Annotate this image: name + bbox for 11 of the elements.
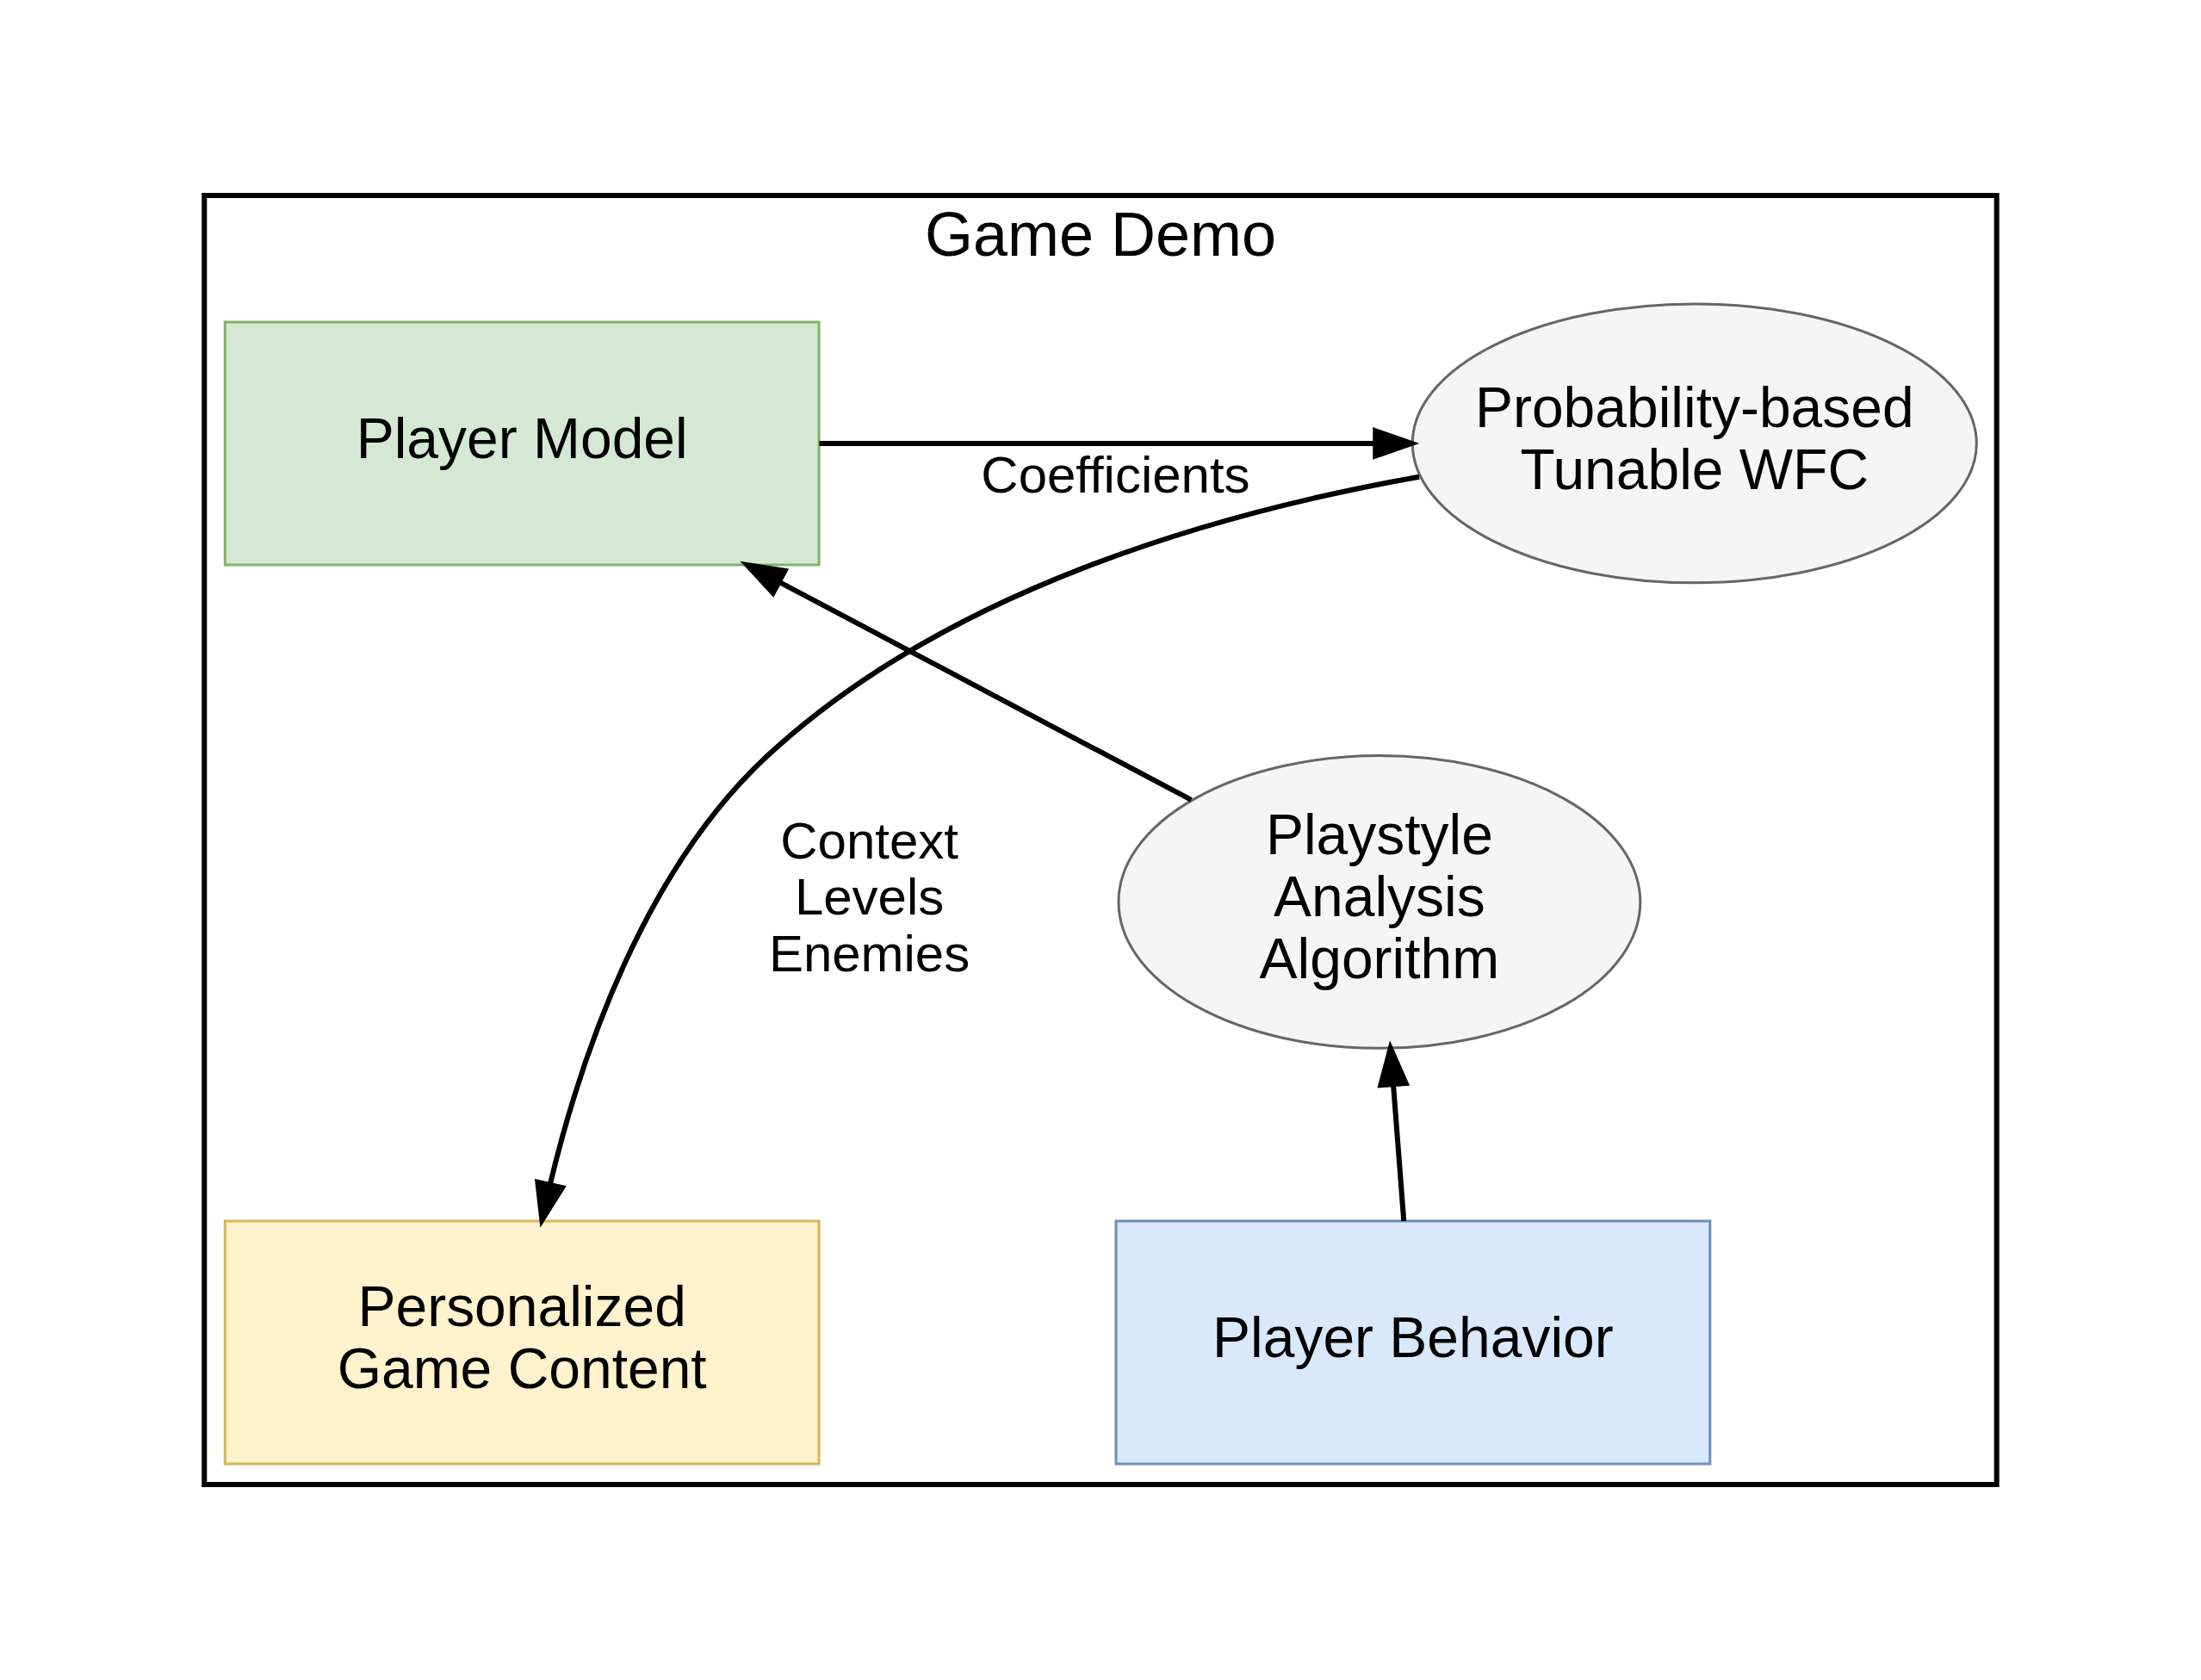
node-ellipse: Probability-based Tunable WFC [1410, 302, 1978, 585]
arrow [740, 561, 1193, 803]
node-box: Player Model [223, 320, 821, 567]
edge-label: Context Levels Enemies [768, 811, 970, 983]
node-box: Personalized Game Content [223, 1219, 821, 1466]
edge-label: Coefficients [981, 445, 1250, 504]
arrow [1377, 1040, 1410, 1222]
arrow [534, 474, 1420, 1228]
node-ellipse: Playstyle Analysis Algorithm [1117, 754, 1642, 1050]
node-box: Player Behavior [1114, 1219, 1712, 1466]
arrow [819, 427, 1420, 460]
